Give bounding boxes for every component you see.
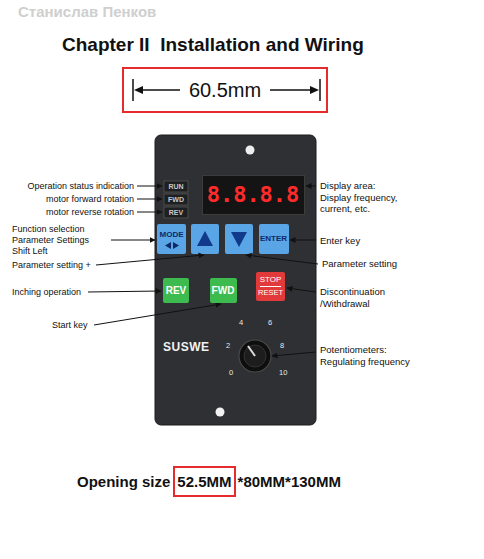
callout-text: Function selection Parameter Settings Sh… xyxy=(12,224,107,257)
dimension-arrows xyxy=(133,79,320,101)
node-text: SUSWE xyxy=(163,341,210,355)
dimension-box: 60.5mm xyxy=(122,67,328,113)
arrow-keys xyxy=(191,224,253,254)
panel-housing xyxy=(155,135,316,425)
shift-icon xyxy=(165,242,179,249)
scale-number: 6 xyxy=(268,318,272,327)
indicator-label: RUN xyxy=(164,181,188,192)
node-text: RESET xyxy=(258,288,283,298)
led-display: 8.8.8.8 xyxy=(202,175,305,215)
stop-reset-key: STOPRESET xyxy=(256,272,285,301)
callout-text: Discontinuation /Withdrawal xyxy=(320,286,395,309)
scale-number: 8 xyxy=(280,341,284,350)
control-panel: SUSWE 8.8.8.8MODE ENTER REV FWD STOPRESET xyxy=(155,135,316,425)
callout-text: Potentiometers: Regulating frequency xyxy=(320,344,415,367)
node-text: STOP xyxy=(260,275,282,287)
scale-number: 2 xyxy=(226,341,230,350)
node-text: 8.8.8.8 xyxy=(207,182,300,208)
callout-text: motor forward rotation xyxy=(46,194,134,205)
indicator-label: FWD xyxy=(164,194,188,205)
scale-number: 0 xyxy=(229,368,233,377)
node-text: REV xyxy=(166,285,187,297)
callout-text: Start key xyxy=(52,320,88,331)
callout-text: motor reverse rotation xyxy=(46,207,134,218)
node-text: 52.5MM xyxy=(177,473,231,490)
scale-number: 10 xyxy=(279,368,287,377)
callout-text: Parameter setting xyxy=(322,258,397,270)
title: Chapter II Installation and Wiring xyxy=(62,34,364,56)
mode-key: MODE xyxy=(157,224,186,254)
callout-text: Parameter setting + xyxy=(12,260,91,271)
rev-key: REV xyxy=(163,278,189,303)
node-text: FWD xyxy=(212,285,235,297)
dimension-text: Opening size xyxy=(77,473,170,490)
dimension-box: 52.5MM xyxy=(173,466,235,497)
node-text: ENTER xyxy=(260,234,287,244)
enter-key: ENTER xyxy=(259,224,289,254)
scale-number: 4 xyxy=(239,318,243,327)
fwd-key: FWD xyxy=(210,278,237,303)
callout-text: Enter key xyxy=(320,235,360,247)
potentiometer-knob xyxy=(239,340,271,372)
callout-text: Operation status indication xyxy=(27,181,134,192)
indicator-slots xyxy=(164,181,188,218)
watermark: Станислав Пенков xyxy=(18,3,156,20)
dimension-text: *80MM*130MM xyxy=(238,473,341,490)
node-text: 60.5mm xyxy=(189,79,261,102)
node-text: MODE xyxy=(160,230,184,240)
indicator-label: REV xyxy=(164,207,188,218)
callout-text: Display area: Display frequency, current… xyxy=(320,180,405,215)
callout-text: Inching operation xyxy=(12,287,81,298)
